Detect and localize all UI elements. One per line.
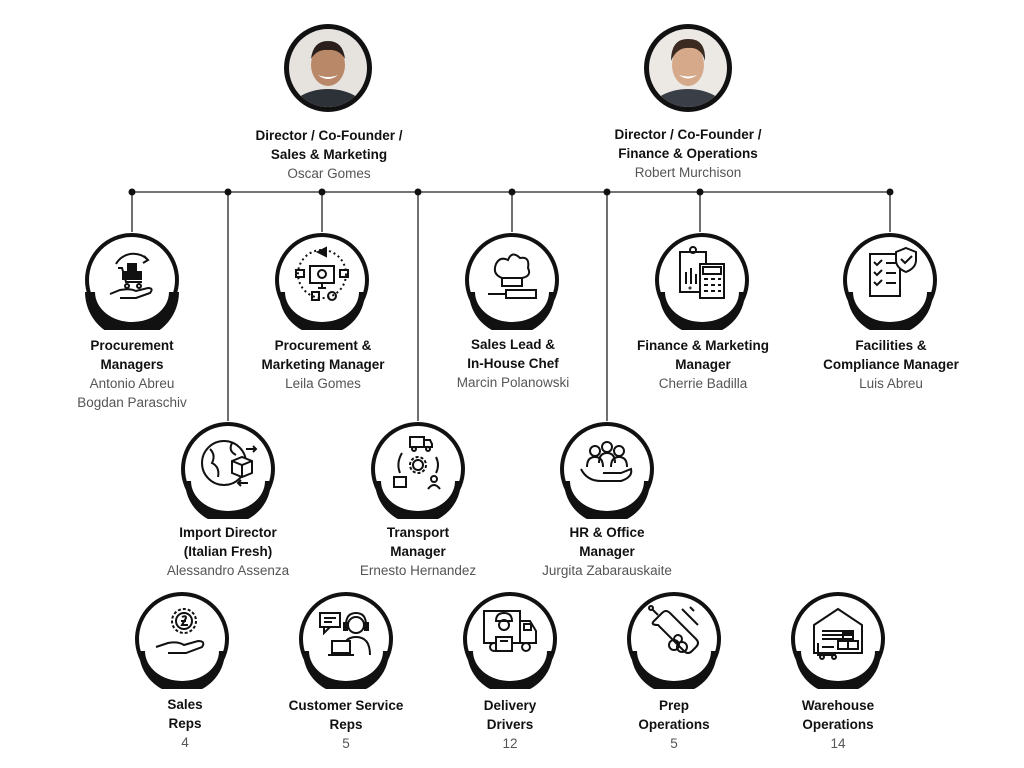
node-sales-reps xyxy=(132,589,232,689)
warehouse-icon xyxy=(813,607,863,660)
caption-hr-office-manager: HR & Office Manager Jurgita Zabarauskait… xyxy=(487,523,727,580)
cutting-board-icon xyxy=(648,605,699,654)
team-title-line1: Customer Service xyxy=(288,698,404,713)
headset-agent-icon xyxy=(319,611,371,656)
team-count: 14 xyxy=(830,736,846,751)
caption-delivery-drivers: Delivery Drivers 12 xyxy=(390,696,630,753)
person-name: Bogdan Paraschiv xyxy=(77,395,187,410)
caption-finance-marketing-manager: Finance & Marketing Manager Cherrie Badi… xyxy=(583,336,823,393)
node-transport-manager xyxy=(368,419,468,519)
node-hr-office-manager xyxy=(557,419,657,519)
node-procurement-marketing-manager xyxy=(272,230,372,330)
node-customer-service-reps xyxy=(296,589,396,689)
team-title-line1: Prep xyxy=(658,698,689,713)
person-name: Ernesto Hernandez xyxy=(359,563,477,578)
director-photo-robert xyxy=(643,23,733,113)
caption-procurement-marketing-manager: Procurement & Marketing Manager Leila Go… xyxy=(203,336,443,393)
node-facilities-compliance-manager xyxy=(840,230,940,330)
node-import-director xyxy=(178,419,278,519)
director-caption-robert: Director / Co-Founder / Finance & Operat… xyxy=(568,125,808,182)
director-title-line2: Finance & Operations xyxy=(618,146,758,161)
role-title-line1: Sales Lead & xyxy=(470,337,556,352)
director-title-line1: Director / Co-Founder / xyxy=(614,127,762,142)
team-title-line2: Drivers xyxy=(486,717,534,732)
chef-hat-icon xyxy=(488,253,537,299)
role-title-line1: Import Director xyxy=(179,525,277,540)
director-title-line1: Director / Co-Founder / xyxy=(255,128,403,143)
team-count: 12 xyxy=(502,736,518,751)
role-title-line2: Manager xyxy=(675,357,731,372)
node-procurement-managers xyxy=(82,230,182,330)
caption-sales-reps: Sales Reps 4 xyxy=(65,695,305,752)
person-name: Alessandro Assenza xyxy=(166,563,290,578)
team-title-line2: Reps xyxy=(168,716,202,731)
director-caption-oscar: Director / Co-Founder / Sales & Marketin… xyxy=(209,126,449,183)
role-title-line1: Facilities & xyxy=(855,338,927,353)
caption-warehouse-operations: Warehouse Operations 14 xyxy=(718,696,958,753)
transport-cycle-icon xyxy=(393,436,441,490)
team-title-line2: Operations xyxy=(638,717,710,732)
role-title-line1: Transport xyxy=(386,525,450,540)
caption-customer-service-reps: Customer Service Reps 5 xyxy=(226,696,466,753)
team-title-line1: Sales xyxy=(167,697,203,712)
role-title-line2: Manager xyxy=(390,544,446,559)
role-title-line1: Procurement xyxy=(90,338,174,353)
role-title-line1: HR & Office xyxy=(569,525,645,540)
team-count: 5 xyxy=(342,736,350,751)
person-name: Leila Gomes xyxy=(285,376,361,391)
globe-import-icon xyxy=(201,440,258,487)
director-name: Robert Murchison xyxy=(634,165,742,180)
caption-facilities-compliance-manager: Facilities & Compliance Manager Luis Abr… xyxy=(771,336,1011,393)
money-hand-icon xyxy=(155,608,205,654)
caption-sales-lead-chef: Sales Lead & In-House Chef Marcin Polano… xyxy=(393,335,633,392)
caption-procurement-managers: Procurement Managers Antonio Abreu Bogda… xyxy=(12,336,252,412)
director-title-line2: Sales & Marketing xyxy=(270,147,388,162)
role-title-line2: (Italian Fresh) xyxy=(183,544,273,559)
node-warehouse-operations xyxy=(788,589,888,689)
delivery-driver-icon xyxy=(483,610,537,652)
team-hand-icon xyxy=(580,441,633,482)
person-name: Marcin Polanowski xyxy=(456,375,570,390)
caption-prep-operations: Prep Operations 5 xyxy=(554,696,794,753)
node-sales-lead-chef xyxy=(462,230,562,330)
role-title-line2: Manager xyxy=(579,544,635,559)
role-title-line2: Compliance Manager xyxy=(823,357,959,372)
person-name: Luis Abreu xyxy=(859,376,923,391)
node-prep-operations xyxy=(624,589,724,689)
team-title-line1: Warehouse xyxy=(801,698,875,713)
role-title-line2: In-House Chef xyxy=(467,356,559,371)
role-title-line2: Marketing Manager xyxy=(261,357,385,372)
team-title-line2: Operations xyxy=(802,717,874,732)
team-title-line1: Delivery xyxy=(483,698,537,713)
caption-transport-manager: Transport Manager Ernesto Hernandez xyxy=(298,523,538,580)
team-count: 5 xyxy=(670,736,678,751)
role-title-line2: Managers xyxy=(100,357,164,372)
role-title-line1: Finance & Marketing xyxy=(636,338,770,353)
role-title-line1: Procurement & xyxy=(274,338,372,353)
team-title-line2: Reps xyxy=(329,717,363,732)
caption-import-director: Import Director (Italian Fresh) Alessand… xyxy=(108,523,348,580)
node-finance-marketing-manager xyxy=(652,230,752,330)
procurement-icon xyxy=(109,252,153,299)
calculator-icon xyxy=(679,246,725,299)
director-photo-oscar xyxy=(283,23,373,113)
person-name: Jurgita Zabarauskaite xyxy=(542,563,672,578)
director-name: Oscar Gomes xyxy=(287,166,371,181)
team-count: 4 xyxy=(181,735,189,750)
node-delivery-drivers xyxy=(460,589,560,689)
checklist-shield-icon xyxy=(869,246,917,297)
person-name: Antonio Abreu xyxy=(89,376,175,391)
marketing-icon xyxy=(295,246,349,301)
person-name: Cherrie Badilla xyxy=(658,376,748,391)
